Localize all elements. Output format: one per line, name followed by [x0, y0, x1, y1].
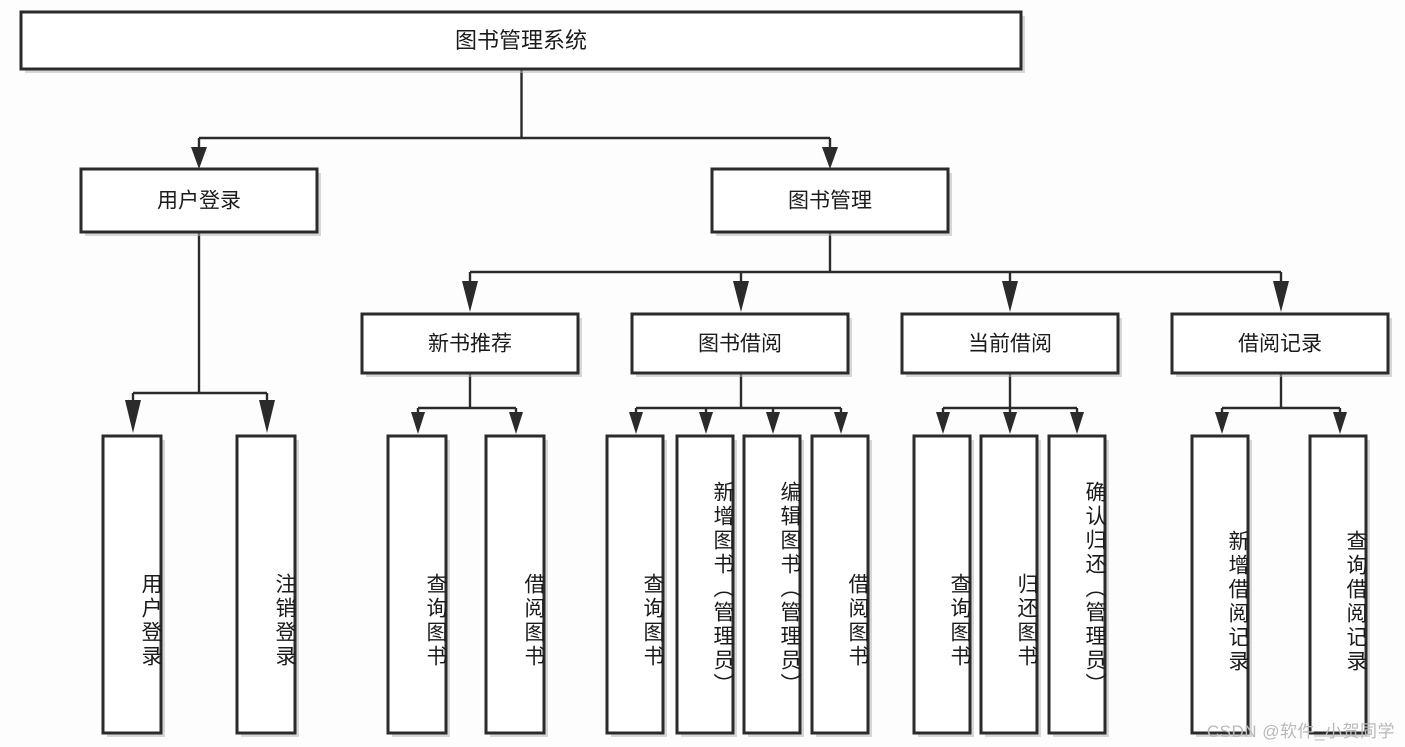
- node-book-manage-box[interactable]: [710, 167, 950, 234]
- node-borrow-record[interactable]: 借阅记录: [1170, 312, 1392, 377]
- arrowhead-leaf-nbr-1: [411, 412, 425, 434]
- node-root[interactable]: 图书管理系统: [19, 10, 1025, 73]
- leaf-box-nbr-borrow-book[interactable]: [484, 434, 546, 735]
- node-new-book-recommend-box[interactable]: [360, 312, 580, 375]
- arrowhead-leaf-cb-3: [1070, 412, 1084, 434]
- arrowhead-leaf-cb-1: [936, 412, 950, 434]
- node-book-manage[interactable]: 图书管理: [710, 167, 952, 236]
- arrowhead-leaf-user-2: [259, 400, 275, 433]
- arrowhead-leaf-br-2: [1333, 412, 1347, 434]
- arrowhead-book-borrow: [733, 281, 749, 312]
- node-user-login[interactable]: 用户登录: [79, 167, 321, 236]
- arrowhead-leaf-user-1: [125, 400, 141, 433]
- leaf-box-nbr-query-book[interactable]: [386, 434, 448, 735]
- node-book-borrow-label: 图书借阅: [698, 333, 782, 356]
- node-root-label: 图书管理系统: [455, 28, 587, 53]
- leaf-box-cb-return-book[interactable]: [979, 434, 1039, 735]
- watermark-text: CSDN @软件_小贺同学: [1206, 722, 1395, 741]
- leaf-boxes: [101, 434, 1370, 737]
- leaf-box-user-logout[interactable]: [235, 434, 297, 735]
- arrowhead-leaf-br-1: [1215, 412, 1229, 434]
- arrowhead-leaf-cb-2: [1003, 412, 1017, 434]
- leaf-box-br-query-record[interactable]: [1308, 434, 1368, 735]
- node-current-borrow[interactable]: 当前借阅: [900, 312, 1122, 377]
- node-new-book-recommend[interactable]: 新书推荐: [360, 312, 582, 377]
- node-borrow-record-box[interactable]: [1170, 312, 1390, 375]
- node-root-box[interactable]: [19, 10, 1023, 71]
- arrowhead-leaf-nbr-2: [509, 412, 523, 434]
- arrowhead-new-book: [462, 281, 478, 312]
- leaf-box-cb-query-book[interactable]: [912, 434, 972, 735]
- connectors: [125, 70, 1347, 434]
- node-book-borrow-box[interactable]: [630, 312, 850, 375]
- leaf-box-bb-query-book[interactable]: [605, 434, 665, 735]
- node-book-borrow[interactable]: 图书借阅: [630, 312, 852, 377]
- node-new-book-recommend-label: 新书推荐: [428, 333, 512, 356]
- leaf-box-bb-add-book[interactable]: [675, 434, 735, 735]
- arrowhead-current-borrow: [1002, 281, 1018, 312]
- arrowhead-leaf-bb-1: [629, 412, 643, 434]
- node-borrow-record-label: 借阅记录: [1238, 333, 1322, 356]
- leaf-box-br-add-record[interactable]: [1190, 434, 1250, 735]
- node-user-login-label: 用户登录: [157, 190, 241, 213]
- arrowhead-user-login: [191, 147, 207, 169]
- node-user-login-box[interactable]: [79, 167, 319, 234]
- arrowhead-book-manage: [822, 147, 838, 169]
- leaf-box-user-login[interactable]: [101, 434, 163, 735]
- leaf-box-bb-borrow-book[interactable]: [810, 434, 870, 735]
- arrowhead-leaf-bb-2: [699, 412, 713, 434]
- node-current-borrow-label: 当前借阅: [968, 333, 1052, 356]
- leaf-box-cb-confirm-return[interactable]: [1047, 434, 1107, 735]
- node-book-manage-label: 图书管理: [788, 190, 872, 213]
- arrowhead-borrow-record: [1273, 281, 1289, 312]
- node-current-borrow-box[interactable]: [900, 312, 1120, 375]
- leaf-box-bb-edit-book[interactable]: [742, 434, 802, 735]
- arrowhead-leaf-bb-4: [834, 412, 848, 434]
- arrowhead-leaf-bb-3: [766, 412, 780, 434]
